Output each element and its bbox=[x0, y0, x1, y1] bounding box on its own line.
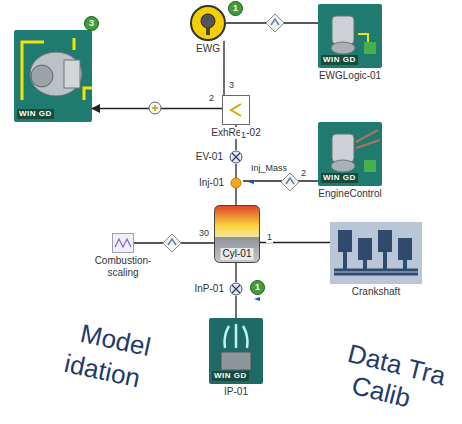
component-name: InP-01 bbox=[194, 283, 225, 295]
component-icon bbox=[190, 5, 226, 41]
component-icon bbox=[222, 95, 250, 125]
component-name: IP-01 bbox=[223, 386, 249, 398]
component-name: EngineControl bbox=[317, 188, 382, 200]
component-icon bbox=[229, 176, 243, 190]
component-name: Combustion-scaling bbox=[91, 255, 155, 279]
callout-number: 1 bbox=[228, 1, 243, 16]
component-valve: EV-01 bbox=[228, 150, 244, 164]
component-name: Inj-01 bbox=[198, 177, 225, 189]
port-number: 1 bbox=[240, 130, 247, 141]
component-ewg: EWG bbox=[190, 5, 226, 41]
component-name: ExhRec-02 bbox=[210, 127, 261, 139]
port-number: 2 bbox=[300, 168, 307, 179]
signal-name: Inj_Mass bbox=[250, 163, 288, 174]
pipe-connector bbox=[243, 180, 318, 181]
component-icon bbox=[229, 282, 243, 296]
component-valve: InP-01 bbox=[229, 282, 243, 296]
logo-text: WIN GD bbox=[321, 173, 358, 183]
component-exhrec: ExhRec-02 bbox=[222, 95, 250, 125]
component-inj: Inj-01 bbox=[229, 176, 243, 190]
component-name: EV-01 bbox=[195, 151, 224, 163]
component-intake: WIN GDIP-01 bbox=[209, 318, 263, 384]
port-number: 30 bbox=[198, 228, 210, 239]
port-number: 2 bbox=[208, 93, 215, 104]
pipe-connector bbox=[235, 296, 236, 318]
component-icon bbox=[330, 222, 422, 284]
pipe-connector bbox=[235, 263, 236, 282]
component-injector: WIN GDEngineControl bbox=[318, 122, 382, 186]
component-icon bbox=[228, 150, 244, 164]
component-crank: Crankshaft bbox=[330, 222, 422, 284]
port-number: 3 bbox=[228, 80, 235, 91]
component-turbo: WIN GD bbox=[14, 30, 92, 122]
logo-text: WIN GD bbox=[212, 371, 249, 381]
logo-text: WIN GD bbox=[321, 55, 358, 65]
pipe-orifice bbox=[149, 102, 161, 114]
component-icon bbox=[112, 233, 134, 253]
component-cyl: Cyl-01 bbox=[214, 205, 260, 263]
component-combust: Combustion-scaling bbox=[112, 233, 134, 253]
signal-diamond bbox=[163, 234, 181, 252]
signal-diamond bbox=[281, 173, 299, 191]
component-actuator: WIN GDEWGLogic-01 bbox=[318, 4, 382, 68]
component-name: EWGLogic-01 bbox=[318, 70, 382, 82]
pipe-connector bbox=[223, 41, 224, 95]
flow-arrow bbox=[86, 10, 260, 301]
component-name: EWG bbox=[195, 43, 221, 55]
component-name: Crankshaft bbox=[351, 286, 401, 298]
signal-diamond bbox=[266, 14, 284, 32]
logo-text: WIN GD bbox=[17, 109, 54, 119]
component-name: Cyl-01 bbox=[221, 248, 254, 260]
port-number: 1 bbox=[266, 232, 273, 243]
callout-number: 3 bbox=[84, 16, 99, 31]
callout-number: 1 bbox=[250, 280, 265, 295]
